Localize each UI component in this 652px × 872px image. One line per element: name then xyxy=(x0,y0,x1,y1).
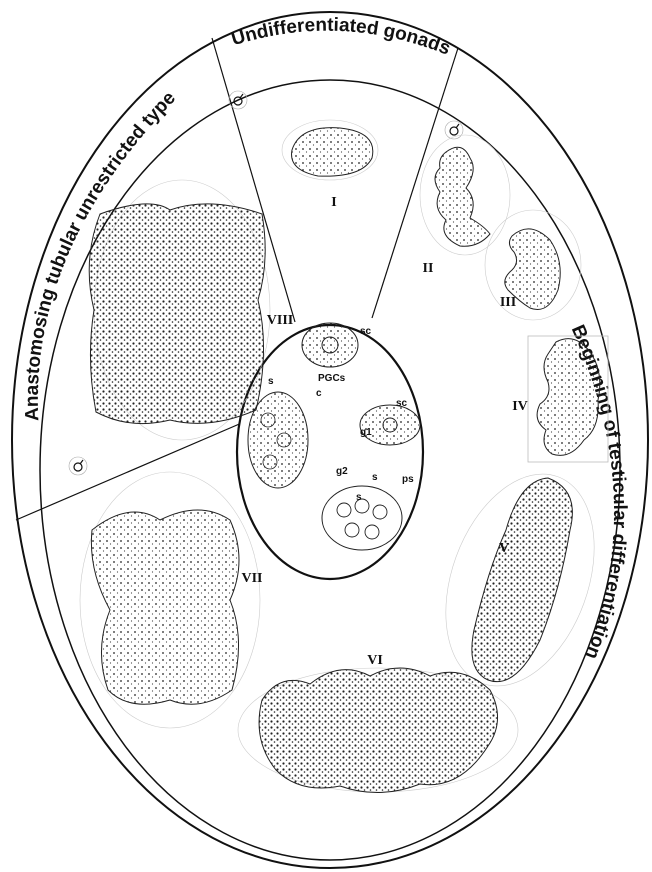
label-g2: g2 xyxy=(336,466,348,477)
label-s-left: s xyxy=(268,376,274,387)
label-ps: ps xyxy=(402,474,414,485)
label-pgcs: PGCs xyxy=(318,373,346,384)
stage-II-drawing xyxy=(420,135,510,255)
center-s-c-cluster xyxy=(248,392,308,488)
stage-VII-drawing xyxy=(80,472,260,728)
center-g2-cluster xyxy=(322,486,402,550)
stage-label-III: III xyxy=(500,295,516,310)
male-symbol-icon xyxy=(69,457,87,475)
label-g1: g1 xyxy=(360,427,372,438)
label-sc-top: sc xyxy=(360,326,372,337)
stage-V-drawing xyxy=(418,453,621,706)
stage-I-drawing xyxy=(282,120,378,180)
title-undifferentiated-gonads: Undifferentiated gonads xyxy=(229,15,453,60)
stage-label-VIII: VIII xyxy=(267,313,293,328)
stage-VI-drawing xyxy=(238,668,518,793)
male-symbol-icon xyxy=(445,121,463,139)
divider-left xyxy=(16,422,244,520)
stage-label-IV: IV xyxy=(512,399,528,414)
stage-label-I: I xyxy=(331,195,336,210)
label-c: c xyxy=(316,388,322,399)
label-s-low: s xyxy=(356,492,362,503)
center-g1-cluster xyxy=(360,405,420,445)
stage-label-VI: VI xyxy=(367,653,383,668)
stage-label-V: V xyxy=(499,541,509,556)
label-s-mid: s xyxy=(372,472,378,483)
stage-label-VII: VII xyxy=(241,571,262,586)
label-sc-right: sc xyxy=(396,398,408,409)
stage-label-II: II xyxy=(423,261,434,276)
center-pgcs-cluster xyxy=(302,323,358,367)
stage-VIII-drawing xyxy=(89,180,270,440)
